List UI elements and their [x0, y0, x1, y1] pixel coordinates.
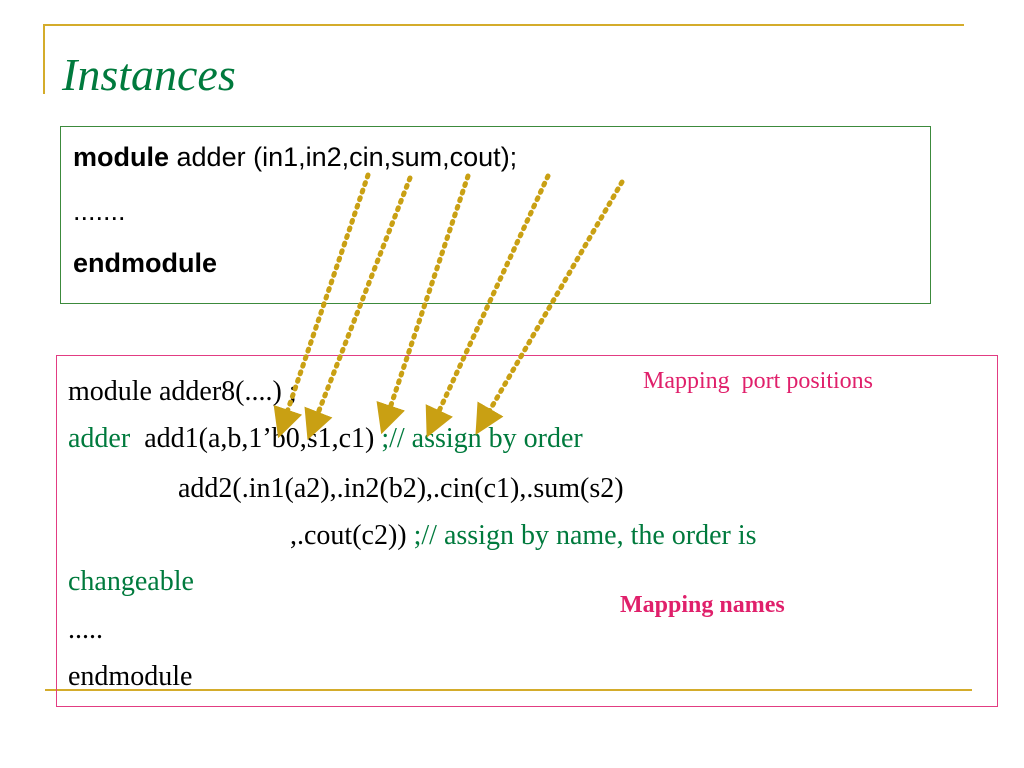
code-ellipsis: .....	[68, 614, 103, 645]
positional-instance-code: add1(a,b,1’b0,s1,c1)	[130, 423, 382, 454]
named-comment: ;// assign by name, the order is	[413, 520, 757, 551]
named-comment-continuation: changeable	[68, 566, 194, 597]
named-instance-cout-line: ,.cout(c2)) ;// assign by name, the orde…	[290, 519, 757, 553]
module-signature: adder (in1,in2,cin,sum,cout);	[169, 142, 518, 172]
endmodule-keyword: endmodule	[73, 248, 218, 278]
slide-frame-left-rule	[43, 24, 45, 94]
positional-instance-line: adder add1(a,b,1’b0,s1,c1) ;// assign by…	[68, 422, 583, 456]
endmodule-line: endmodule	[68, 661, 193, 692]
adder8-declaration-line: module adder8(....) ;	[68, 376, 297, 407]
slide-frame-bottom-rule	[45, 689, 972, 691]
named-instance-line: add2(.in1(a2),.in2(b2),.cin(c1),.sum(s2)	[178, 473, 624, 504]
slide-title: Instances	[62, 49, 236, 100]
module-body-ellipsis: .......	[73, 196, 126, 226]
positional-comment: ;// assign by order	[381, 423, 583, 454]
cout-mapping-code: ,.cout(c2))	[290, 520, 414, 551]
mapping-positions-note: Mapping port positions	[643, 368, 874, 394]
module-declaration-line: module adder (in1,in2,cin,sum,cout);	[73, 140, 517, 174]
slide-frame-top-rule	[43, 24, 964, 26]
mapping-names-note: Mapping names	[620, 592, 785, 618]
module-keyword: module	[73, 142, 170, 172]
adder-type-keyword: adder	[68, 423, 131, 454]
